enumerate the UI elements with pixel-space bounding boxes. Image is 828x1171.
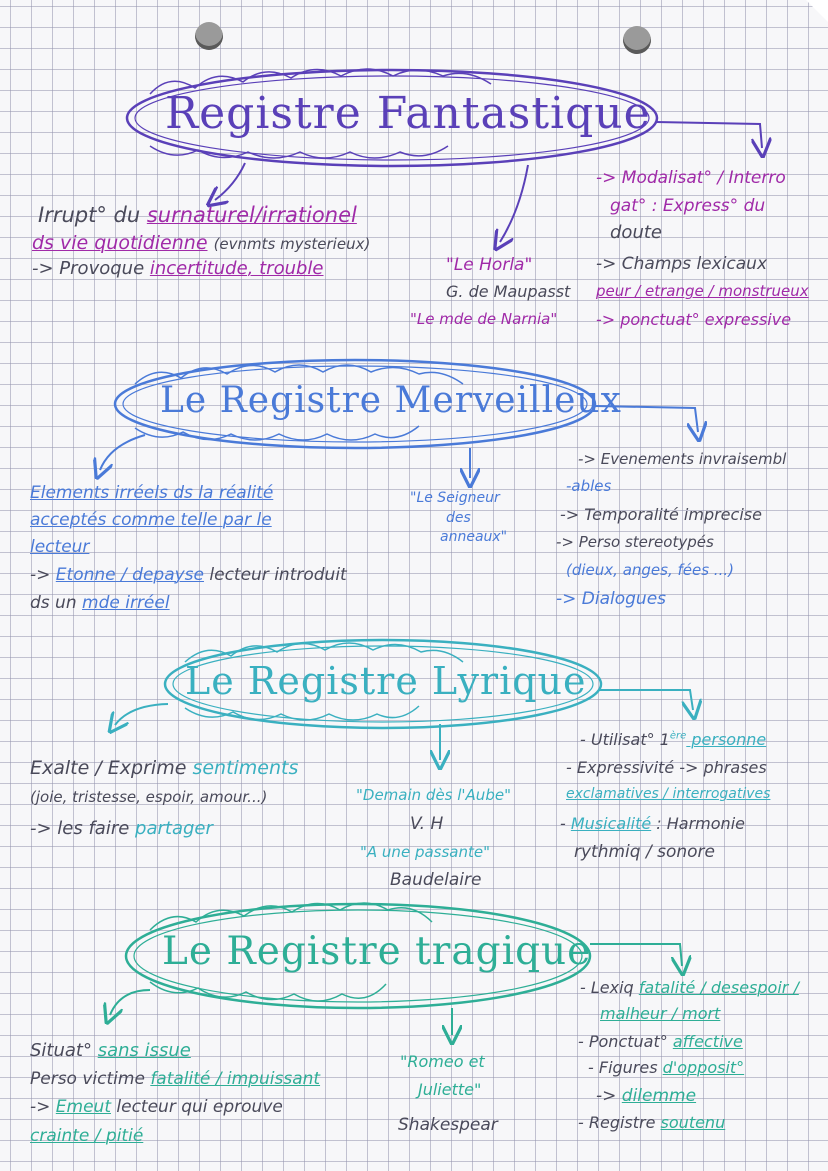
text: malheur / mort	[600, 1004, 721, 1023]
text: - Expressivité -> phrases	[566, 758, 767, 777]
cloud-tragique	[124, 902, 592, 1010]
text-highlight: mde irréel	[82, 593, 170, 613]
text-highlight: Emeut	[55, 1097, 111, 1117]
text: -	[560, 814, 571, 833]
title-merveilleux: Le Registre Merveilleux	[160, 380, 622, 421]
binder-hole-left	[195, 22, 223, 50]
text-highlight: soutenu	[660, 1113, 726, 1132]
text: rythmiq / sonore	[574, 842, 715, 862]
text: (dieux, anges, fées ...)	[566, 561, 734, 579]
text: - Lexiq	[580, 978, 639, 997]
text: lecteur	[30, 537, 90, 557]
text: - Utilisat° 1	[580, 730, 670, 749]
text-highlight: surnaturel/irrationel	[146, 203, 357, 227]
text: lecteur introduit	[203, 565, 347, 585]
text-highlight: Etonne / depayse	[55, 565, 204, 585]
text: -> les faire	[30, 818, 136, 839]
arrows-lyrique	[115, 689, 693, 760]
text: -ables	[566, 477, 612, 495]
work-title: "Demain dès l'Aube"	[356, 786, 511, 804]
text: Irrupt° du	[38, 203, 147, 227]
text: (evnmts mysterieux)	[213, 235, 371, 253]
text: - Registre	[578, 1113, 661, 1132]
text-highlight: personne	[686, 730, 767, 749]
text-highlight: dilemme	[621, 1086, 697, 1106]
work-title: "Le Seigneur	[410, 490, 500, 506]
work-title: anneaux"	[440, 529, 508, 545]
text: acceptés comme telle par le	[30, 510, 272, 530]
text: Exalte / Exprime	[30, 757, 193, 779]
work-title: Juliette"	[418, 1080, 482, 1099]
text: - Ponctuat°	[578, 1032, 673, 1051]
text: ->	[30, 1097, 56, 1117]
author: V. H	[410, 814, 444, 834]
text: -> Perso stereotypés	[556, 533, 714, 551]
text-highlight: d'opposit°	[662, 1058, 745, 1077]
text: -> Modalisat° / Interro	[596, 168, 786, 188]
text-highlight: partager	[135, 818, 213, 839]
text-highlight: fatalité / impuissant	[150, 1069, 321, 1089]
binder-hole-right	[623, 26, 651, 54]
text: -> Dialogues	[556, 589, 667, 609]
text: peur / etrange / monstrueux	[596, 282, 809, 300]
cloud-lyrique	[163, 638, 603, 730]
text: ->	[30, 565, 56, 585]
text: ->	[596, 1086, 622, 1106]
text: gat° : Express° du	[610, 196, 766, 216]
title-lyrique: Le Registre Lyrique	[185, 659, 587, 703]
text: ds vie quotidienne	[32, 232, 208, 254]
work-title: "Le mde de Narnia"	[410, 310, 558, 328]
text: -> ponctuat° expressive	[596, 310, 792, 329]
work-title: "Romeo et	[400, 1052, 485, 1071]
work-title: des	[446, 510, 471, 526]
text: Elements irréels ds la réalité	[30, 483, 274, 503]
arrows-fantastique	[215, 121, 762, 242]
work-title: "A une passante"	[360, 843, 490, 861]
text-highlight: sentiments	[192, 757, 299, 779]
work-title: "Le Horla"	[446, 255, 533, 275]
text: crainte / pitié	[30, 1126, 144, 1146]
text-highlight: affective	[672, 1032, 743, 1051]
text: ds un	[30, 593, 83, 613]
text: ère	[669, 730, 687, 742]
author: Shakespear	[398, 1115, 498, 1135]
text: lecteur qui eprouve	[111, 1097, 283, 1117]
author: Baudelaire	[390, 870, 482, 890]
page-corner	[806, 0, 828, 22]
cloud-fantastique	[125, 68, 659, 168]
arrows-tragique	[110, 943, 682, 1035]
text: -> Evenements invraisembl	[578, 450, 787, 468]
text: - Figures	[588, 1058, 663, 1077]
text-highlight: fatalité / desespoir /	[638, 978, 799, 997]
title-tragique: Le Registre tragique	[162, 929, 592, 974]
text-highlight: Musicalité	[570, 814, 652, 833]
text: (joie, tristesse, espoir, amour...)	[30, 788, 268, 806]
author: G. de Maupasst	[446, 282, 571, 301]
text: : Harmonie	[651, 814, 745, 833]
arrows-merveilleux	[100, 405, 698, 478]
text: exclamatives / interrogatives	[566, 786, 771, 802]
text: Situat°	[30, 1040, 98, 1061]
text: doute	[610, 222, 662, 243]
text-highlight: sans issue	[97, 1040, 191, 1061]
text: -> Temporalité imprecise	[560, 505, 762, 524]
text: -> Provoque	[32, 258, 150, 279]
cloud-merveilleux	[113, 358, 597, 450]
text: Perso victime	[30, 1069, 151, 1089]
text: -> Champs lexicaux	[596, 254, 768, 274]
text-highlight: incertitude, trouble	[149, 258, 324, 279]
title-fantastique: Registre Fantastique	[165, 88, 651, 139]
